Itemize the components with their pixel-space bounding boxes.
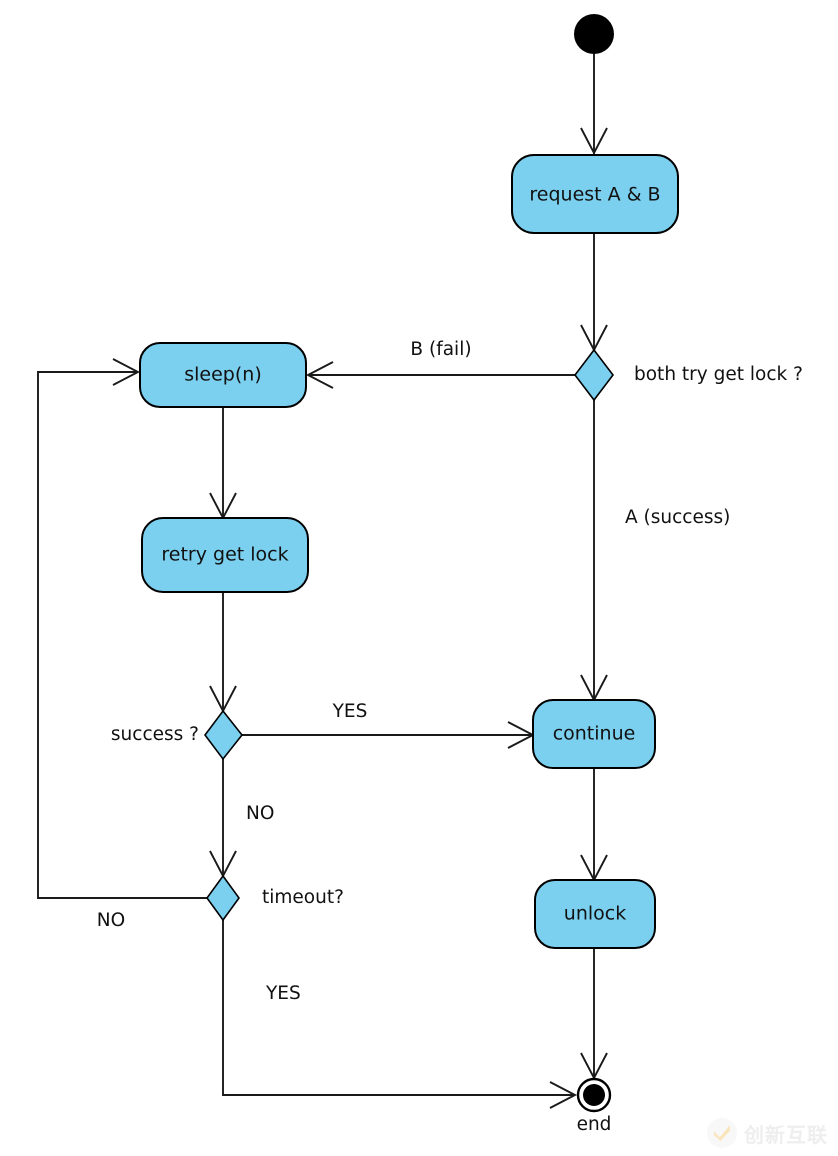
edge-label-a-success: A (success) bbox=[625, 507, 730, 528]
edge-continue-to-unlock bbox=[580, 768, 608, 883]
activity-node-unlock[interactable]: unlock bbox=[534, 879, 656, 949]
activity-label-sleep: sleep(n) bbox=[184, 364, 261, 386]
edge-label-success-yes: YES bbox=[332, 701, 368, 722]
edge-sleep-to-retry bbox=[209, 407, 237, 521]
decision-label-both-try-get-lock: both try get lock ? bbox=[634, 364, 803, 385]
decision-node-success[interactable]: success ? bbox=[111, 709, 244, 761]
edge-label-b-fail: B (fail) bbox=[410, 339, 471, 360]
activity-label-retry: retry get lock bbox=[161, 544, 288, 566]
edge-start-to-request bbox=[580, 54, 608, 156]
edge-decision-to-sleep: B (fail) bbox=[305, 339, 575, 389]
decision-label-timeout: timeout? bbox=[262, 887, 344, 908]
decision-label-success: success ? bbox=[111, 724, 199, 745]
edge-success-no-to-timeout: NO bbox=[209, 759, 274, 879]
edge-success-yes-to-continue: YES bbox=[242, 701, 536, 749]
edge-label-timeout-yes: YES bbox=[265, 983, 301, 1004]
activity-label-continue: continue bbox=[553, 723, 636, 745]
edge-request-to-decision bbox=[580, 233, 608, 353]
activity-node-request[interactable]: request A & B bbox=[511, 154, 679, 234]
edge-label-success-no: NO bbox=[246, 803, 274, 824]
edge-unlock-to-end bbox=[580, 948, 608, 1081]
edge-timeout-yes-to-end: YES bbox=[222, 920, 578, 1109]
start-node[interactable] bbox=[574, 14, 614, 54]
edge-label-timeout-no: NO bbox=[97, 910, 125, 931]
end-node[interactable]: end bbox=[577, 1077, 612, 1135]
activity-node-retry[interactable]: retry get lock bbox=[141, 517, 309, 593]
activity-node-sleep[interactable]: sleep(n) bbox=[139, 342, 307, 408]
edge-retry-to-success bbox=[209, 592, 237, 714]
edge-decision-to-continue: A (success) bbox=[580, 400, 730, 703]
activity-node-continue[interactable]: continue bbox=[532, 699, 656, 769]
decision-node-timeout[interactable]: timeout? bbox=[206, 874, 344, 922]
edge-timeout-no-to-sleep: NO bbox=[37, 358, 208, 931]
decision-node-both-try-get-lock[interactable]: both try get lock ? bbox=[573, 348, 803, 402]
end-node-caption: end bbox=[577, 1114, 612, 1135]
activity-label-request: request A & B bbox=[529, 184, 660, 206]
activity-label-unlock: unlock bbox=[564, 903, 626, 925]
